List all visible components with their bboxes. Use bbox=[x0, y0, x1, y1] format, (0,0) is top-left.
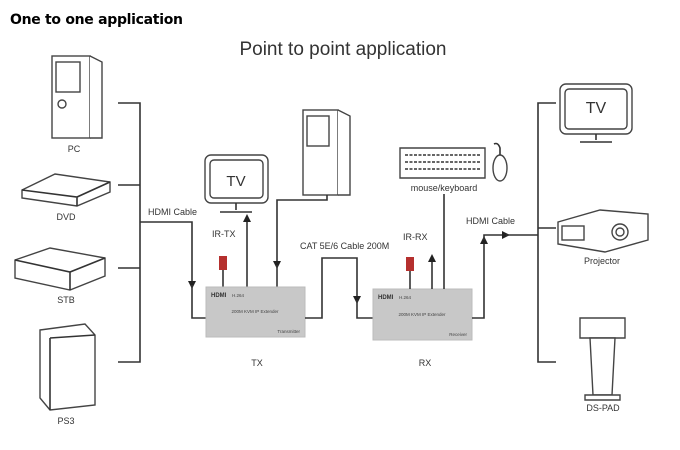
tv-left-label: TV bbox=[226, 173, 245, 190]
projector-label: Projector bbox=[584, 256, 620, 266]
rx-role: Receiver bbox=[449, 332, 467, 337]
dvd-source: DVD bbox=[21, 173, 111, 222]
rx-codec: H.264 bbox=[399, 295, 412, 300]
tx-codec: H.264 bbox=[232, 293, 245, 298]
ir-rx-label: IR-RX bbox=[403, 232, 428, 242]
dvd-label: DVD bbox=[56, 212, 76, 222]
pc-source: PC bbox=[51, 55, 103, 154]
ir-rx-sensor bbox=[406, 257, 414, 271]
ds-pad: DS-PAD bbox=[579, 317, 626, 413]
rx-label: RX bbox=[419, 358, 432, 368]
projector: Projector bbox=[557, 209, 649, 266]
tx-label: TX bbox=[251, 358, 263, 368]
tx-role: Transmitter bbox=[277, 329, 300, 334]
tv-right-label: TV bbox=[586, 100, 607, 117]
tv-left: TV bbox=[204, 154, 269, 213]
ir-tx-sensor bbox=[219, 256, 227, 270]
ps3-label: PS3 bbox=[57, 416, 74, 426]
ir-tx-label: IR-TX bbox=[212, 229, 236, 239]
rx-model: 200M KVM IP Extender bbox=[399, 312, 446, 317]
diagram-title: Point to point application bbox=[239, 39, 446, 60]
pc-label: PC bbox=[68, 144, 81, 154]
transmitter-box: HDMI H.264 200M KVM IP Extender Transmit… bbox=[205, 286, 306, 338]
stb-source: STB bbox=[14, 247, 106, 305]
hdmi-cable-right-label: HDMI Cable bbox=[466, 216, 515, 226]
ds-pad-label: DS-PAD bbox=[586, 403, 620, 413]
cat-cable-label: CAT 5E/6 Cable 200M bbox=[300, 241, 389, 251]
tx-model: 200M KVM IP Extender bbox=[232, 309, 279, 314]
pc-local bbox=[302, 109, 351, 196]
stb-label: STB bbox=[57, 295, 75, 305]
heading: One to one application bbox=[10, 12, 183, 28]
receiver-box: HDMI H.264 200M KVM IP Extender Receiver bbox=[372, 288, 473, 341]
mouse-keyboard-label: mouse/keyboard bbox=[411, 183, 478, 193]
hdmi-cable-left-label: HDMI Cable bbox=[148, 207, 197, 217]
keyboard-mouse: mouse/keyboard bbox=[399, 142, 508, 193]
tv-right: TV bbox=[559, 83, 633, 143]
ps3-source: PS3 bbox=[39, 323, 96, 426]
tx-logo: HDMI bbox=[211, 293, 227, 299]
rx-logo: HDMI bbox=[378, 295, 394, 301]
